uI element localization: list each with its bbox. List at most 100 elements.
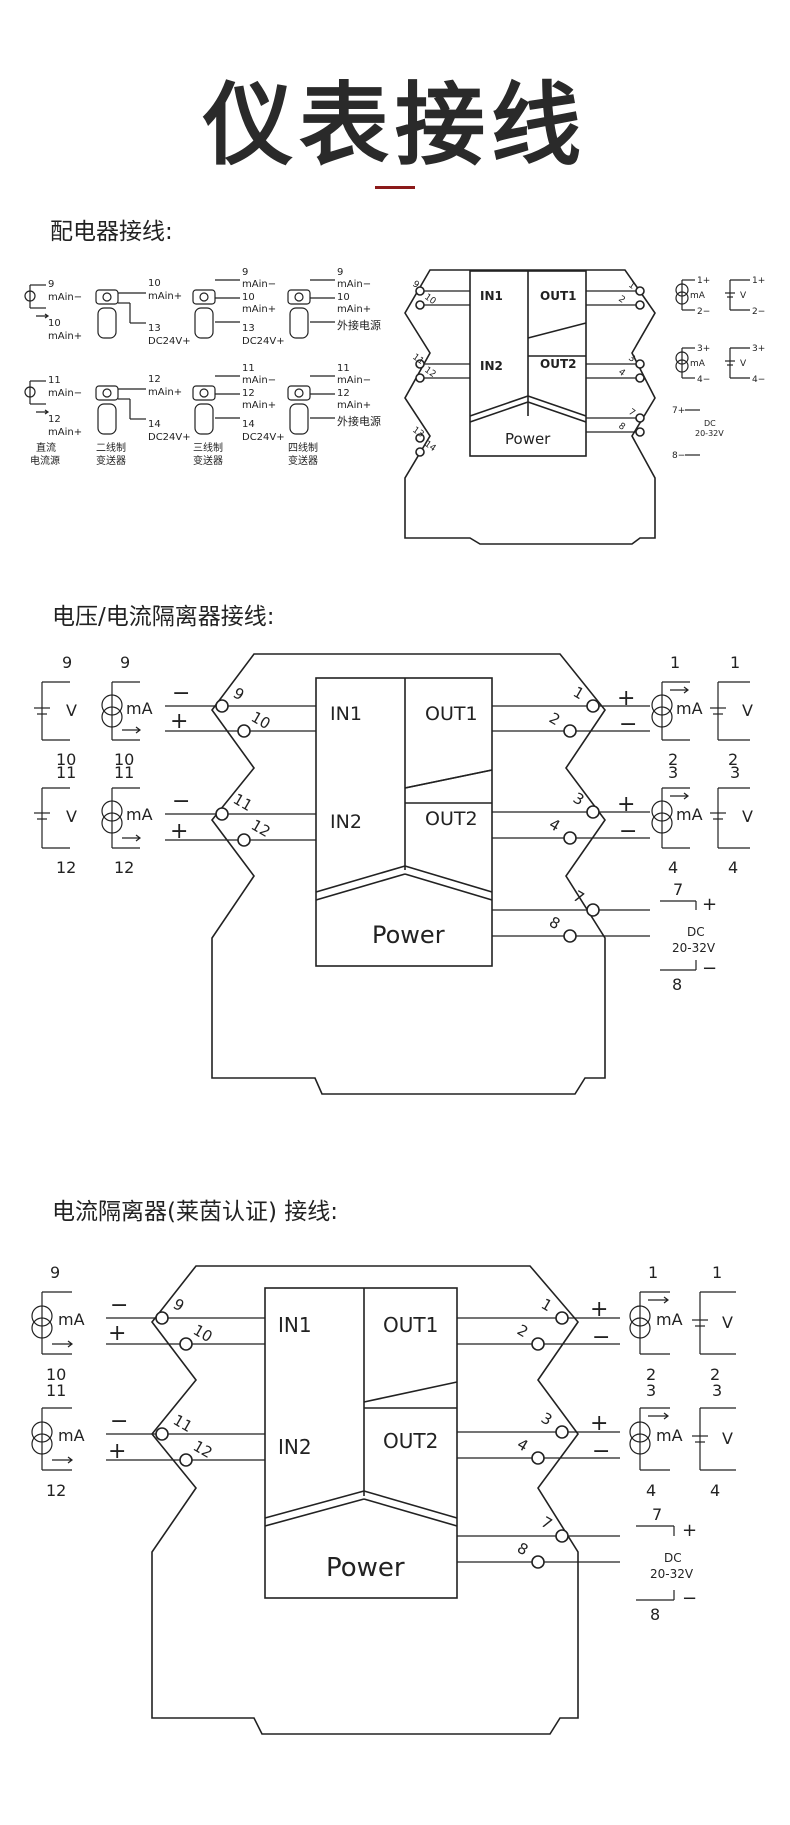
diagram-stroke — [629, 1305, 651, 1327]
diagram-label: − — [110, 1409, 128, 1434]
diagram-label: − — [682, 1588, 697, 1609]
distributor-module: IN1 IN2 OUT1 OUT2 Power 9 10 11 12 13 14… — [404, 269, 656, 545]
diagram-stroke — [102, 388, 112, 398]
diagram-label: 7 — [673, 880, 683, 899]
diagram-stroke — [415, 300, 425, 310]
out2-label: OUT2 — [425, 808, 478, 830]
diagram-label: 4− — [752, 375, 765, 385]
diagram-label: 11 — [48, 375, 61, 386]
diagram-label: mAin+ — [337, 304, 371, 315]
diagram-label: 1 — [648, 1263, 658, 1282]
diagram-label: 14 — [242, 419, 255, 430]
diagram-stroke — [527, 401, 587, 423]
diagram-label: mA — [656, 1310, 683, 1329]
diagram-stroke — [531, 1555, 545, 1569]
device-caption: 电流源 — [30, 454, 60, 467]
diagram-stroke — [415, 433, 425, 443]
input-voltage-source-icon: 11 V 12 — [34, 763, 77, 877]
diagram-label: V — [66, 807, 77, 826]
diagram-label: 10 — [56, 750, 76, 769]
device-caption: 变送器 — [288, 454, 318, 467]
diagram-label: 8 — [650, 1605, 660, 1624]
diagram-label: 2 — [646, 1365, 656, 1384]
diagram-label: mAin− — [337, 279, 371, 290]
diagram-label: 3 — [712, 1381, 722, 1400]
diagram-label: 10 — [148, 278, 161, 289]
diagram-label: mAin− — [337, 375, 371, 386]
diagram-label: + — [170, 709, 188, 734]
diagram-label: − — [110, 1293, 128, 1318]
diagram-stroke — [404, 865, 493, 893]
diagram-stroke — [586, 805, 600, 819]
input-voltage-source-icon: 9 V 10 — [34, 653, 77, 769]
diagram-stroke — [36, 409, 50, 415]
diagram-label: mAin+ — [48, 331, 82, 342]
diagram-label: mA — [676, 805, 703, 824]
diagram-label: 12 — [114, 858, 134, 877]
diagram-label: + — [170, 819, 188, 844]
diagram-label: 7 — [570, 887, 587, 907]
diagram-label: 11 — [242, 363, 255, 374]
diagram-label: 3+ — [752, 344, 765, 354]
device-caption: 三线制 — [193, 441, 223, 454]
diagram-label: 12 — [56, 858, 76, 877]
diagram-stroke — [363, 1381, 458, 1403]
section-title-distributor: 配电器接线: — [50, 219, 173, 245]
diagram-label: 3 — [570, 789, 587, 809]
diagram-stroke — [95, 385, 119, 401]
diagram-label: 2− — [697, 307, 710, 317]
diagram-label: 11 — [337, 363, 350, 374]
diagram-stroke — [563, 724, 577, 738]
diagram-label: mAin+ — [48, 427, 82, 438]
diagram-label: − — [172, 789, 190, 814]
diagram-stroke — [192, 385, 216, 401]
isolator-core — [315, 677, 493, 967]
diagram-stroke — [31, 1433, 53, 1455]
diagram-stroke — [199, 292, 209, 302]
diagram-label: 3 — [626, 353, 636, 364]
diagram-label: V — [740, 291, 747, 301]
diagram-label: − — [619, 712, 637, 737]
section-title-voltage-current-isolator: 电压/电流隔离器接线: — [52, 604, 275, 630]
diagram-stroke — [24, 290, 36, 302]
distributor-row-2: 11 mAin− 12 mAin+ 12 mAin+ 14 DC24V+ 11 … — [24, 363, 381, 443]
output-wiring: 1 2 3 4 7 8 + − + − — [457, 1295, 620, 1569]
diagram-label: 7 — [538, 1513, 555, 1533]
diagram-stroke — [294, 292, 304, 302]
diagram-stroke — [31, 1317, 53, 1339]
isolator-module-outline — [210, 653, 606, 1095]
diagram-label: 4 — [710, 1481, 720, 1500]
diagram-stroke — [101, 812, 123, 834]
diagram-label: 2 — [668, 750, 678, 769]
diagram-label: + — [590, 1297, 608, 1322]
diagram-label: 13 — [242, 323, 255, 334]
diagram-stroke — [294, 388, 304, 398]
output-voltage-load-icon: 1 V 2 — [692, 1263, 736, 1384]
diagram-label: 10 — [114, 750, 134, 769]
diagram-label: 3 — [668, 763, 678, 782]
diagram-label: mA — [690, 359, 706, 369]
diagram-label: 4 — [546, 815, 563, 835]
diagram-stroke — [194, 307, 214, 339]
diagram-stroke — [287, 385, 311, 401]
out1-label: OUT1 — [383, 1313, 438, 1337]
output-current-load-icon: 3 mA 4 — [651, 763, 703, 877]
diagram-label: 1 — [712, 1263, 722, 1282]
diagram-label: mAin− — [48, 292, 82, 303]
diagram-label: 1 — [626, 280, 636, 291]
diagram-stroke — [563, 831, 577, 845]
diagram-stroke — [52, 1340, 73, 1348]
input-current-source-icon: 9 mA 10 — [101, 653, 153, 769]
diagram-stroke — [555, 1425, 569, 1439]
diagram-label: 20-32V — [650, 1567, 694, 1581]
diagram-label: 20-32V — [695, 429, 724, 438]
diagram-label: 4 — [668, 858, 678, 877]
diagram-label: 9 — [120, 653, 130, 672]
diagram-stroke — [629, 1421, 651, 1443]
diagram-stroke — [192, 289, 216, 305]
output-voltage-load-icon: 1 V 2 — [710, 653, 753, 769]
diagram-label: 9 — [48, 279, 54, 290]
input-wiring: 9 10 11 12 − + − + — [165, 681, 316, 847]
device-caption: 变送器 — [193, 454, 223, 467]
dc-current-source-icon — [24, 284, 50, 319]
